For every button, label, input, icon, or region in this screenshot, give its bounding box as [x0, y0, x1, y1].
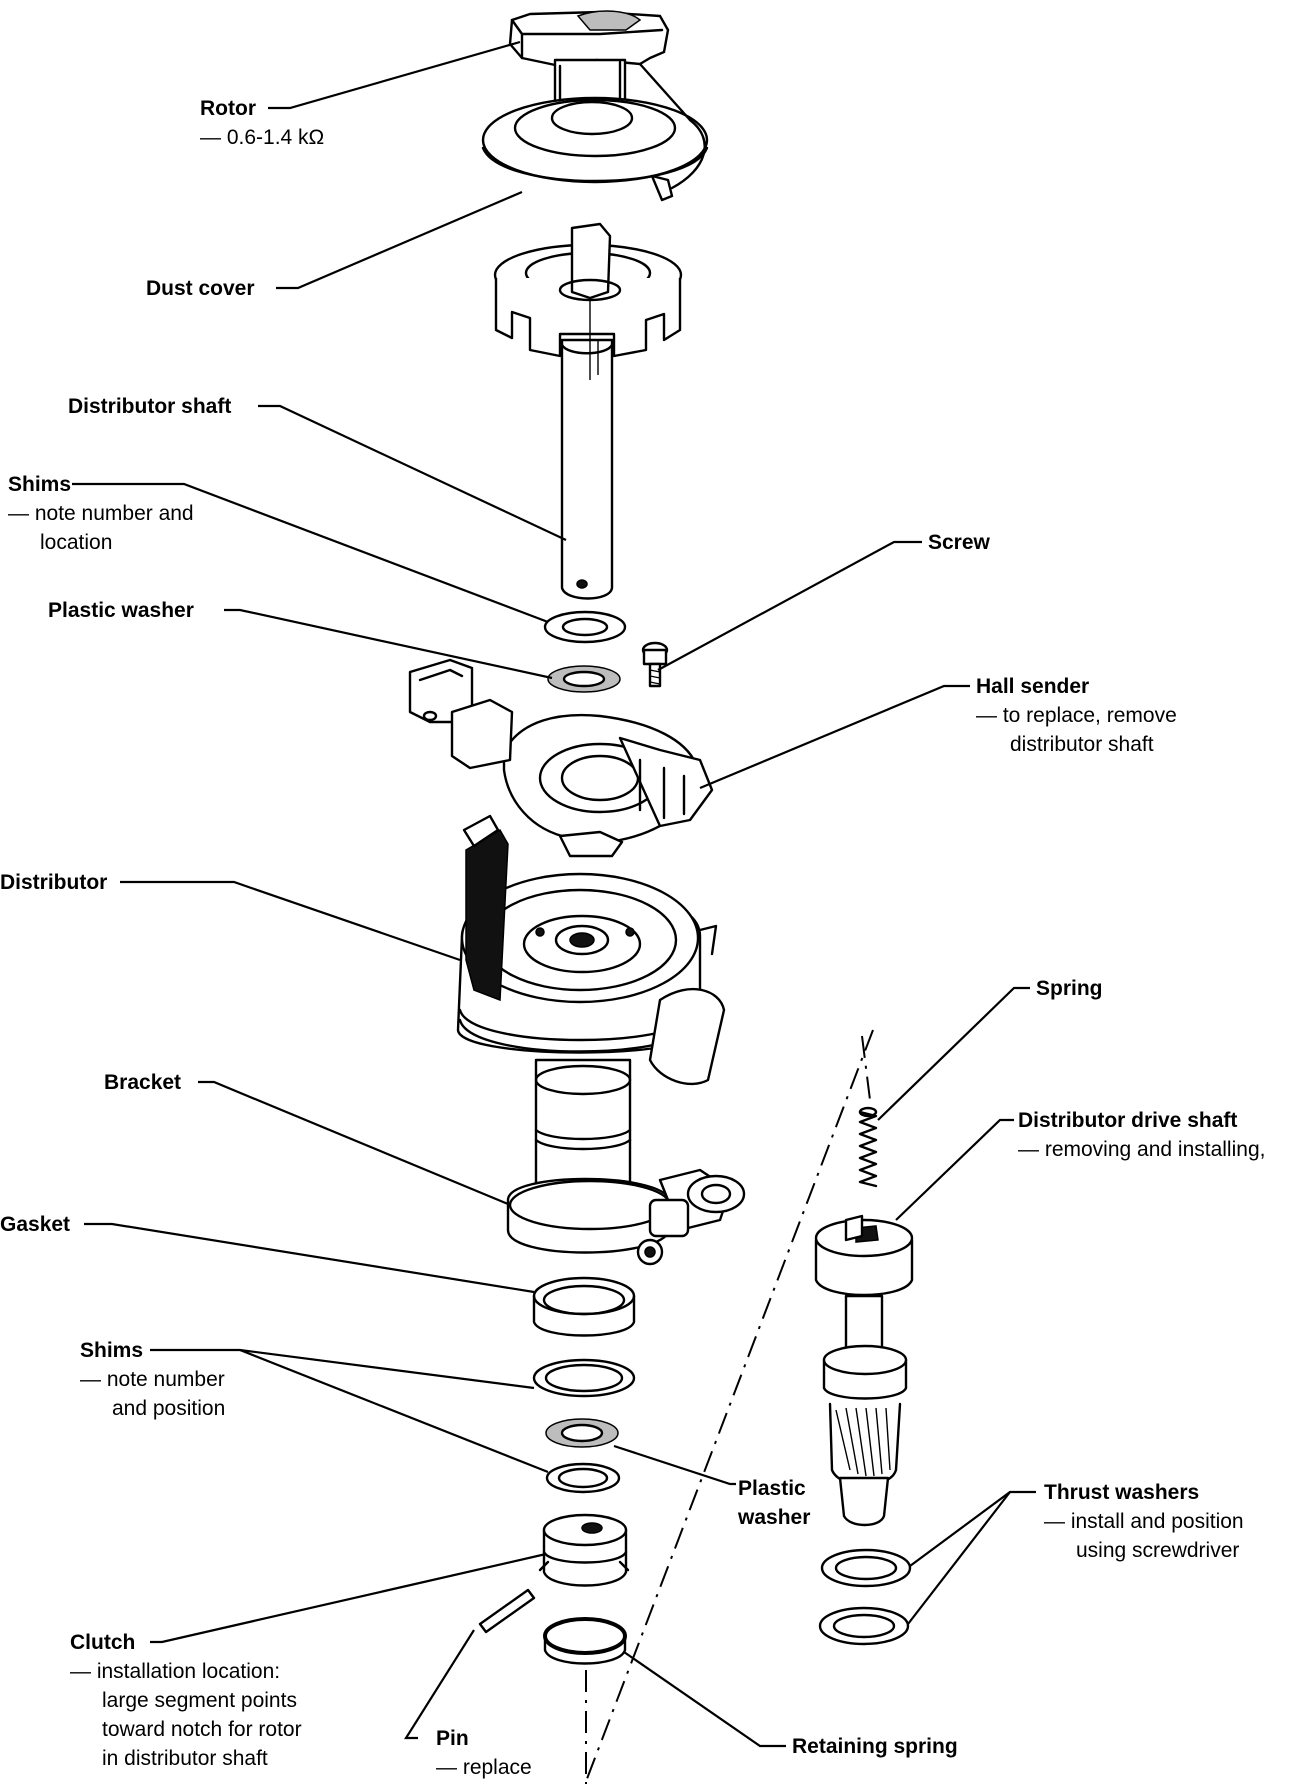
shims-bottom-note-1: — note number [80, 1368, 225, 1391]
clutch-title: Clutch [70, 1631, 136, 1654]
label-distributor: Distributor [0, 868, 107, 897]
plastic-washer-top-part [547, 665, 621, 693]
thrust-washers-note-2: using screwdriver [1076, 1539, 1240, 1562]
clutch-note-3: toward notch for rotor [102, 1718, 302, 1741]
label-hall-sender: Hall sender — to replace, remove distrib… [976, 672, 1177, 759]
leader-lines [72, 40, 1036, 1748]
plastic-washer-bottom-part [545, 1418, 619, 1448]
retaining-spring-part [543, 1617, 627, 1665]
label-retaining-spring: Retaining spring [792, 1732, 958, 1761]
label-dust-cover: Dust cover [146, 274, 255, 303]
label-distributor-shaft: Distributor shaft [68, 392, 231, 421]
shims-bottom-title: Shims [80, 1339, 144, 1362]
clutch-note-4: in distributor shaft [102, 1747, 268, 1770]
pin-part [478, 1588, 536, 1634]
thrust-washer-2-part [818, 1606, 910, 1646]
distributor-shaft-part [560, 300, 614, 600]
label-bracket: Bracket [104, 1068, 181, 1097]
hall-sender-title: Hall sender [976, 675, 1090, 698]
distributor-body-part [456, 814, 726, 1086]
distributor-drive-shaft-note: — removing and installing, [1018, 1138, 1266, 1161]
gasket-title: Gasket [0, 1213, 71, 1236]
pin-note: — replace [436, 1756, 532, 1779]
screw-part [641, 641, 669, 688]
thrust-washers-note-1: — install and position [1044, 1510, 1244, 1533]
label-pin: Pin — replace [436, 1724, 532, 1782]
dust-cover-title: Dust cover [146, 277, 255, 300]
gasket-part [532, 1276, 636, 1337]
clutch-part [538, 1513, 630, 1587]
plastic-washer-bottom-title-2: washer [738, 1506, 811, 1529]
axis-line-right-vertical [861, 1035, 871, 1101]
shim-top-part [543, 610, 627, 644]
shim-bottom-1-part [532, 1358, 636, 1398]
screw-title: Screw [928, 531, 990, 554]
clutch-note-2: large segment points [102, 1689, 297, 1712]
spring-part [858, 1106, 878, 1188]
label-plastic-washer-top: Plastic washer [48, 596, 194, 625]
plastic-washer-bottom-title-1: Plastic [738, 1477, 806, 1500]
rotor-part [481, 10, 709, 202]
label-gasket: Gasket [0, 1210, 70, 1239]
rotor-note: — 0.6-1.4 kΩ [200, 126, 325, 149]
shim-bottom-2-part [545, 1462, 621, 1494]
bracket-title: Bracket [104, 1071, 182, 1094]
label-shims-bottom: Shims — note number and position [80, 1336, 225, 1423]
plastic-washer-top-title: Plastic washer [48, 599, 194, 622]
distributor-title: Distributor [0, 871, 108, 894]
bracket-part [506, 1058, 746, 1266]
label-shims-top: Shims — note number and location [8, 470, 194, 557]
label-thrust-washers: Thrust washers — install and position us… [1044, 1478, 1244, 1565]
shims-bottom-note-2: and position [112, 1397, 226, 1420]
hall-sender-note-2: distributor shaft [1010, 733, 1154, 756]
hall-sender-part [408, 658, 714, 858]
thrust-washer-1-part [820, 1548, 912, 1588]
label-screw: Screw [928, 528, 990, 557]
clutch-note-1: — installation location: [70, 1660, 281, 1683]
rotor-title: Rotor [200, 97, 256, 120]
distributor-drive-shaft-part [814, 1214, 914, 1527]
retaining-spring-title: Retaining spring [792, 1735, 958, 1758]
label-rotor: Rotor — 0.6-1.4 kΩ [200, 94, 324, 152]
hall-sender-note-1: — to replace, remove [976, 704, 1177, 727]
label-plastic-washer-bottom: Plastic washer [738, 1474, 810, 1532]
dust-cover-part [493, 222, 683, 358]
label-distributor-drive-shaft: Distributor drive shaft — removing and i… [1018, 1106, 1265, 1164]
shims-top-title: Shims [8, 473, 72, 496]
shims-top-note-2: location [40, 531, 113, 554]
distributor-drive-shaft-title: Distributor drive shaft [1018, 1109, 1238, 1132]
pin-title: Pin [436, 1727, 469, 1750]
distributor-shaft-title: Distributor shaft [68, 395, 232, 418]
thrust-washers-title: Thrust washers [1044, 1481, 1200, 1504]
shims-top-note-1: — note number and [8, 502, 194, 525]
label-spring: Spring [1036, 974, 1103, 1003]
label-clutch: Clutch — installation location: large se… [70, 1628, 302, 1773]
spring-title: Spring [1036, 977, 1103, 1000]
